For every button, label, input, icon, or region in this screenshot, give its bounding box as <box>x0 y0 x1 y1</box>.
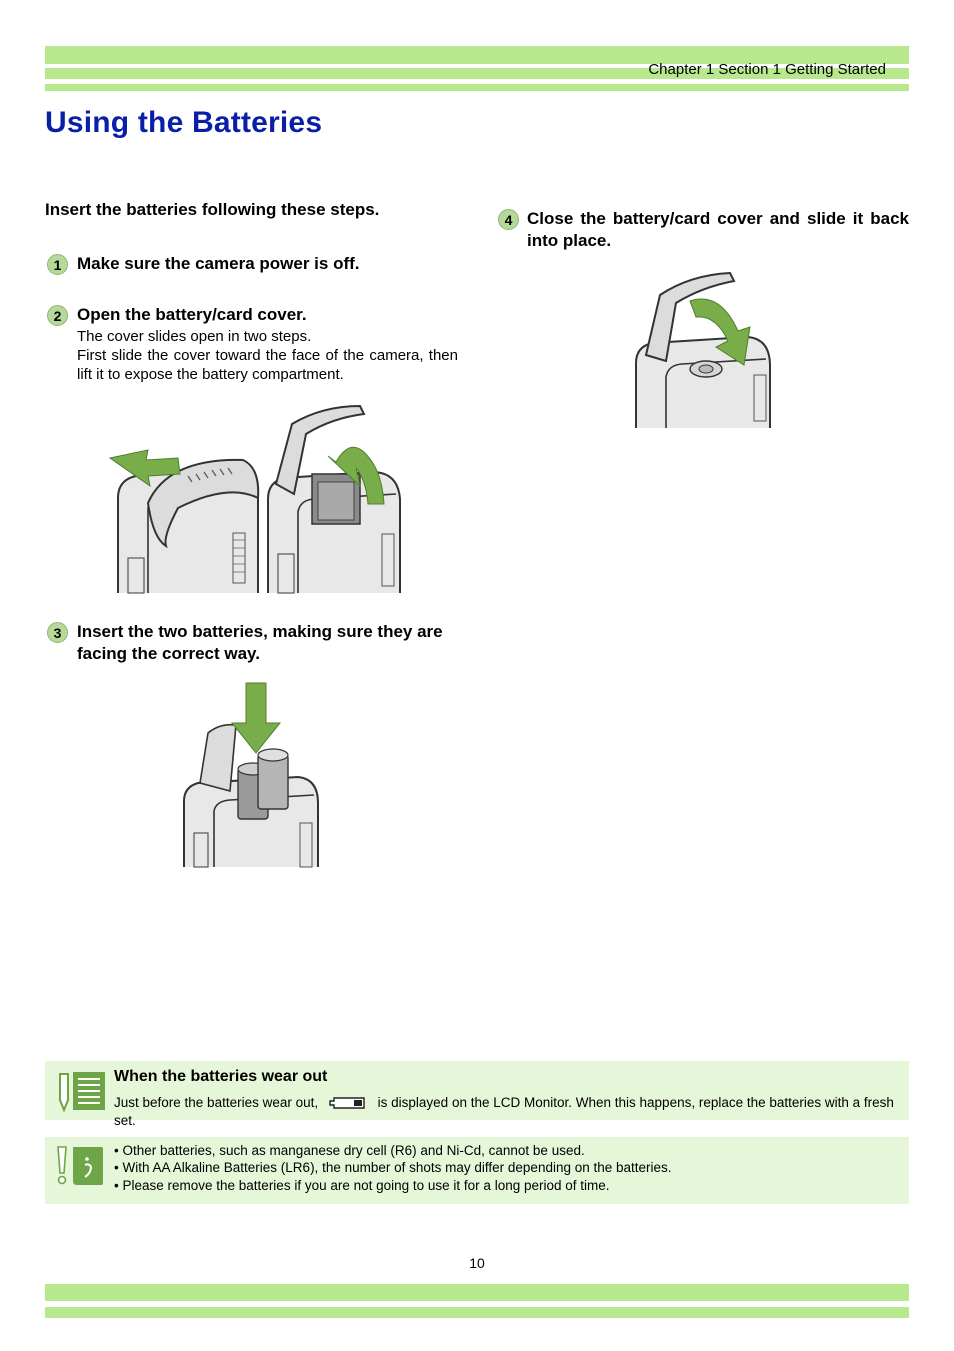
step-3-badge: 3 <box>47 622 68 643</box>
header-band-top <box>45 46 909 64</box>
camera-cover-lift-illustration <box>267 404 401 594</box>
insert-batteries-illustration <box>183 682 319 868</box>
note-box <box>45 1061 909 1120</box>
header-band-middle <box>45 68 909 79</box>
intro-text: Insert the batteries following these ste… <box>45 200 380 219</box>
step-4-heading: Close the battery/card cover and slide i… <box>527 209 909 250</box>
step-3-heading: Insert the two batteries, making sure th… <box>77 622 443 663</box>
note-text-before: Just before the batteries wear out, <box>114 1095 319 1110</box>
battery-low-icon <box>329 1097 365 1110</box>
step-1-badge: 1 <box>47 254 68 275</box>
step-2-body-line-1: The cover slides open in two steps. <box>77 328 312 345</box>
page-number: 10 <box>469 1255 485 1271</box>
header-band-bottom <box>45 84 909 91</box>
step-2-body-line-2: First slide the cover toward the face of… <box>77 347 458 383</box>
camera-cover-slide-illustration <box>108 449 260 594</box>
note-text: Just before the batteries wear out, is d… <box>114 1094 904 1129</box>
chapter-label: Chapter 1 Section 1 Getting Started <box>648 61 886 78</box>
caution-item-2: • With AA Alkaline Batteries (LR6), the … <box>114 1160 672 1175</box>
step-2-badge: 2 <box>47 305 68 326</box>
caution-icon <box>57 1146 103 1185</box>
caution-item-3: • Please remove the batteries if you are… <box>114 1178 610 1193</box>
step-4-badge: 4 <box>498 209 519 230</box>
step-2-heading: Open the battery/card cover. <box>77 305 307 324</box>
page-title: Using the Batteries <box>45 106 323 139</box>
step-1-heading: Make sure the camera power is off. <box>77 254 360 273</box>
caution-box <box>45 1137 909 1204</box>
caution-item-1: • Other batteries, such as manganese dry… <box>114 1143 585 1158</box>
footer-band-bottom <box>45 1307 909 1318</box>
note-title: When the batteries wear out <box>114 1068 328 1085</box>
note-text-after: is displayed on the LCD Monitor. When th… <box>114 1095 894 1128</box>
close-cover-illustration <box>635 271 771 428</box>
memo-icon <box>59 1072 105 1113</box>
footer-band-top <box>45 1284 909 1301</box>
